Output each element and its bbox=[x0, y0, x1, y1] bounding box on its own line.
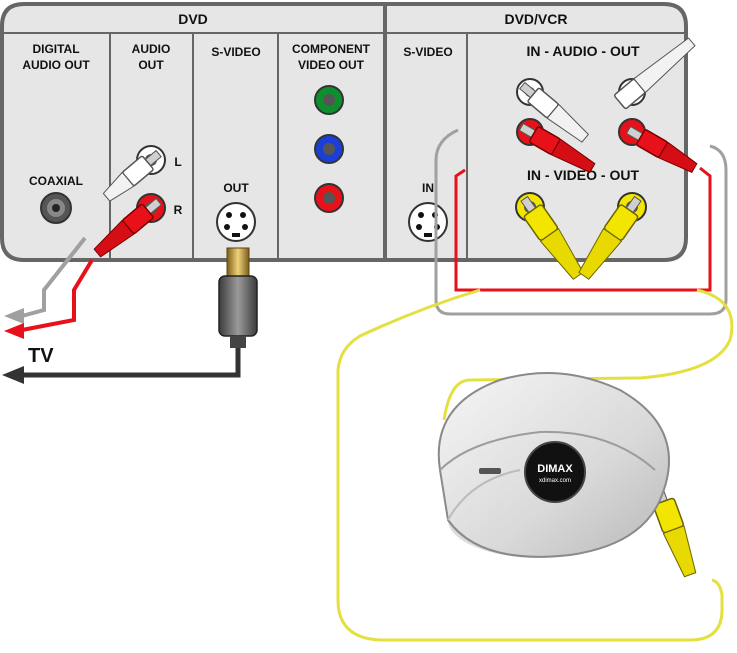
component-blue-jack bbox=[314, 134, 344, 164]
audio-out-left-plug bbox=[614, 37, 696, 110]
digital-audio-out-label-1: DIGITAL bbox=[32, 42, 79, 56]
dvdvcr-audio-loop-red bbox=[454, 166, 712, 292]
video-in-out-label: IN - VIDEO - OUT bbox=[527, 167, 639, 183]
dvd-svideo-jack bbox=[216, 202, 256, 242]
dimax-device: DIMAX xdimax.com bbox=[437, 371, 670, 558]
dvd-svideo-out-label: OUT bbox=[223, 181, 249, 195]
dvdvcr-svideo-label: S-VIDEO bbox=[403, 45, 452, 59]
dvdvcr-svideo-jack bbox=[408, 202, 448, 242]
digital-audio-out-label-2: AUDIO OUT bbox=[22, 58, 90, 72]
dvd-audio-left-plug bbox=[102, 149, 162, 202]
component-red-jack bbox=[314, 183, 344, 213]
component-video-label-1: COMPONENT bbox=[292, 42, 371, 56]
dvd-audio-right-plug bbox=[93, 197, 162, 258]
device-output-plug bbox=[653, 486, 697, 578]
video-cable-2 bbox=[442, 288, 734, 421]
component-green-jack bbox=[314, 85, 344, 115]
audio-in-right-plug bbox=[518, 122, 596, 173]
video-out-plug bbox=[578, 195, 642, 280]
coaxial-jack bbox=[40, 192, 72, 224]
device-website: xdimax.com bbox=[539, 478, 571, 484]
video-cable bbox=[336, 288, 724, 642]
arrow-left-icon bbox=[4, 323, 24, 339]
dvd-svideo-label: S-VIDEO bbox=[211, 45, 260, 59]
arrow-left-icon bbox=[4, 308, 24, 324]
dvd-audio-right-cable bbox=[21, 258, 94, 332]
audio-out-right-plug bbox=[625, 125, 698, 173]
audio-right-label: R bbox=[174, 203, 183, 217]
audio-in-left-plug bbox=[519, 81, 590, 143]
dvdvcr-svideo-in-label: IN bbox=[422, 181, 434, 195]
video-in-plug bbox=[520, 195, 584, 280]
tv-label: TV bbox=[28, 345, 54, 367]
audio-out-label-1: AUDIO bbox=[132, 42, 171, 56]
audio-out-label-2: OUT bbox=[138, 58, 164, 72]
audio-in-out-label: IN - AUDIO - OUT bbox=[526, 43, 639, 59]
device-brand: DIMAX bbox=[537, 463, 573, 475]
svideo-plug bbox=[218, 247, 258, 348]
dvd-title: DVD bbox=[178, 11, 208, 27]
dvd-audio-left-cable bbox=[21, 236, 87, 318]
dvdvcr-audio-loop-gray bbox=[434, 128, 728, 316]
coaxial-label: COAXIAL bbox=[29, 174, 83, 188]
svideo-tv-cable bbox=[22, 345, 241, 378]
arrow-left-icon bbox=[2, 366, 24, 384]
component-video-label-2: VIDEO OUT bbox=[298, 58, 365, 72]
dvdvcr-title: DVD/VCR bbox=[504, 11, 567, 27]
audio-left-label: L bbox=[174, 155, 181, 169]
